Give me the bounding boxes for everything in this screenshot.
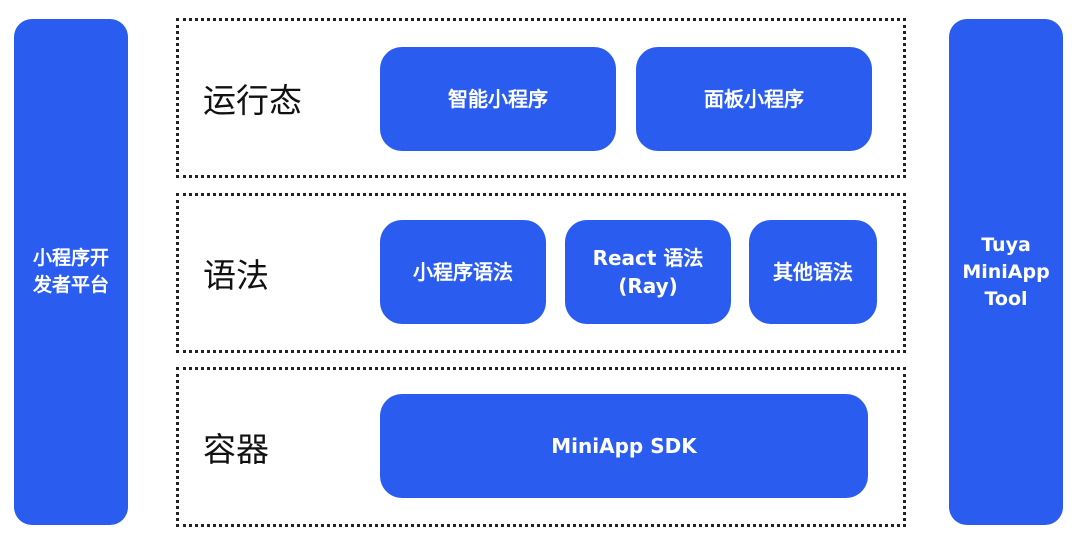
- smart-miniapp-box: 智能小程序: [380, 47, 616, 151]
- syntax-layer: 语法 小程序语法 React 语法 (Ray) 其他语法: [176, 193, 906, 353]
- panel-miniapp-box: 面板小程序: [636, 47, 872, 151]
- miniapp-sdk-box: MiniApp SDK: [380, 394, 868, 498]
- tuya-miniapp-tool-bar: Tuya MiniApp Tool: [949, 19, 1063, 525]
- miniapp-syntax-label: 小程序语法: [413, 260, 513, 284]
- other-syntax-label: 其他语法: [773, 260, 853, 284]
- react-syntax-label: React 语法 (Ray): [592, 246, 704, 298]
- developer-platform-bar: 小程序开 发者平台: [14, 19, 128, 525]
- container-layer: 容器 MiniApp SDK: [176, 367, 906, 527]
- runtime-layer: 运行态 智能小程序 面板小程序: [176, 18, 906, 178]
- react-syntax-box: React 语法 (Ray): [565, 220, 731, 324]
- smart-miniapp-label: 智能小程序: [448, 87, 548, 111]
- container-layer-label: 容器: [203, 430, 269, 469]
- developer-platform-label: 小程序开 发者平台: [32, 247, 109, 296]
- tuya-miniapp-tool-label: Tuya MiniApp Tool: [962, 233, 1050, 310]
- syntax-layer-label: 语法: [203, 256, 269, 295]
- panel-miniapp-label: 面板小程序: [704, 87, 804, 111]
- miniapp-syntax-box: 小程序语法: [380, 220, 546, 324]
- runtime-layer-label: 运行态: [203, 81, 302, 120]
- other-syntax-box: 其他语法: [749, 220, 877, 324]
- miniapp-sdk-label: MiniApp SDK: [551, 434, 697, 458]
